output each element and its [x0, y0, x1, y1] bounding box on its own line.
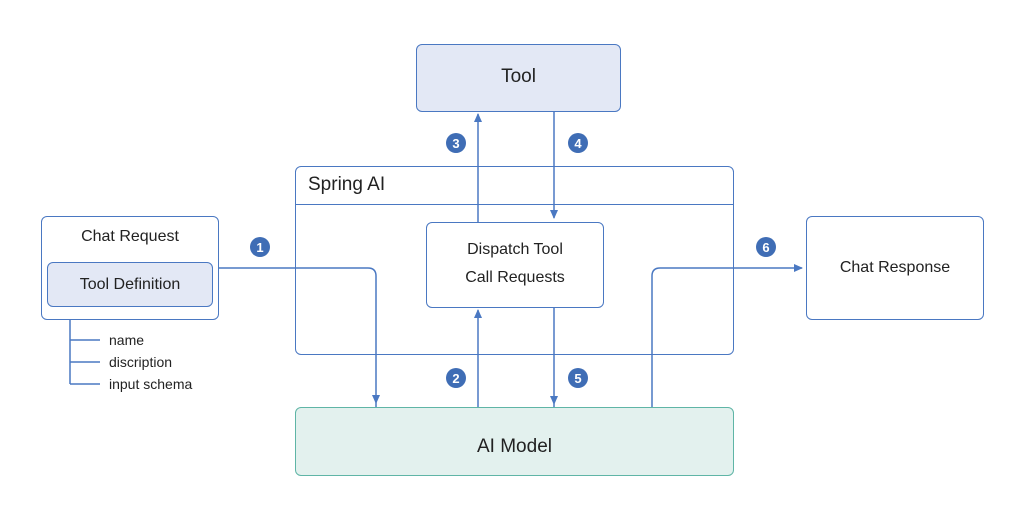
tool-definition-label: Tool Definition [79, 275, 181, 293]
step-badge-2: 2 [446, 368, 466, 388]
step-badge-4: 4 [568, 133, 588, 153]
tool-box: Tool [416, 44, 621, 112]
arrow-step-6 [651, 264, 803, 410]
step-badge-5: 5 [568, 368, 588, 388]
chat-response-box: Chat Response [806, 216, 984, 320]
tool-label: Tool [501, 66, 536, 87]
field-description: discription [109, 354, 173, 370]
spring-ai-label: Spring AI [308, 174, 386, 195]
tool-definition-box: Tool Definition [47, 262, 213, 307]
field-name: name [109, 332, 145, 348]
dispatch-line-2: Call Requests [465, 269, 565, 286]
chat-request-label: Chat Request [81, 228, 179, 245]
chat-response-label: Chat Response [839, 259, 951, 276]
step-badge-1: 1 [250, 237, 270, 257]
field-tree-lines [69, 308, 100, 385]
dispatch-line-1: Dispatch Tool [467, 241, 563, 258]
spring-ai-container: Spring AI [295, 166, 734, 355]
step-badge-6: 6 [756, 237, 776, 257]
field-input-schema: input schema [109, 376, 193, 392]
step-badge-3: 3 [446, 133, 466, 153]
ai-model-box: AI Model [295, 407, 734, 476]
ai-model-label: AI Model [477, 436, 552, 457]
spring-ai-header-divider [296, 204, 733, 205]
dispatch-box: Dispatch Tool Call Requests [426, 222, 604, 308]
arrow-step-1 [218, 267, 380, 404]
